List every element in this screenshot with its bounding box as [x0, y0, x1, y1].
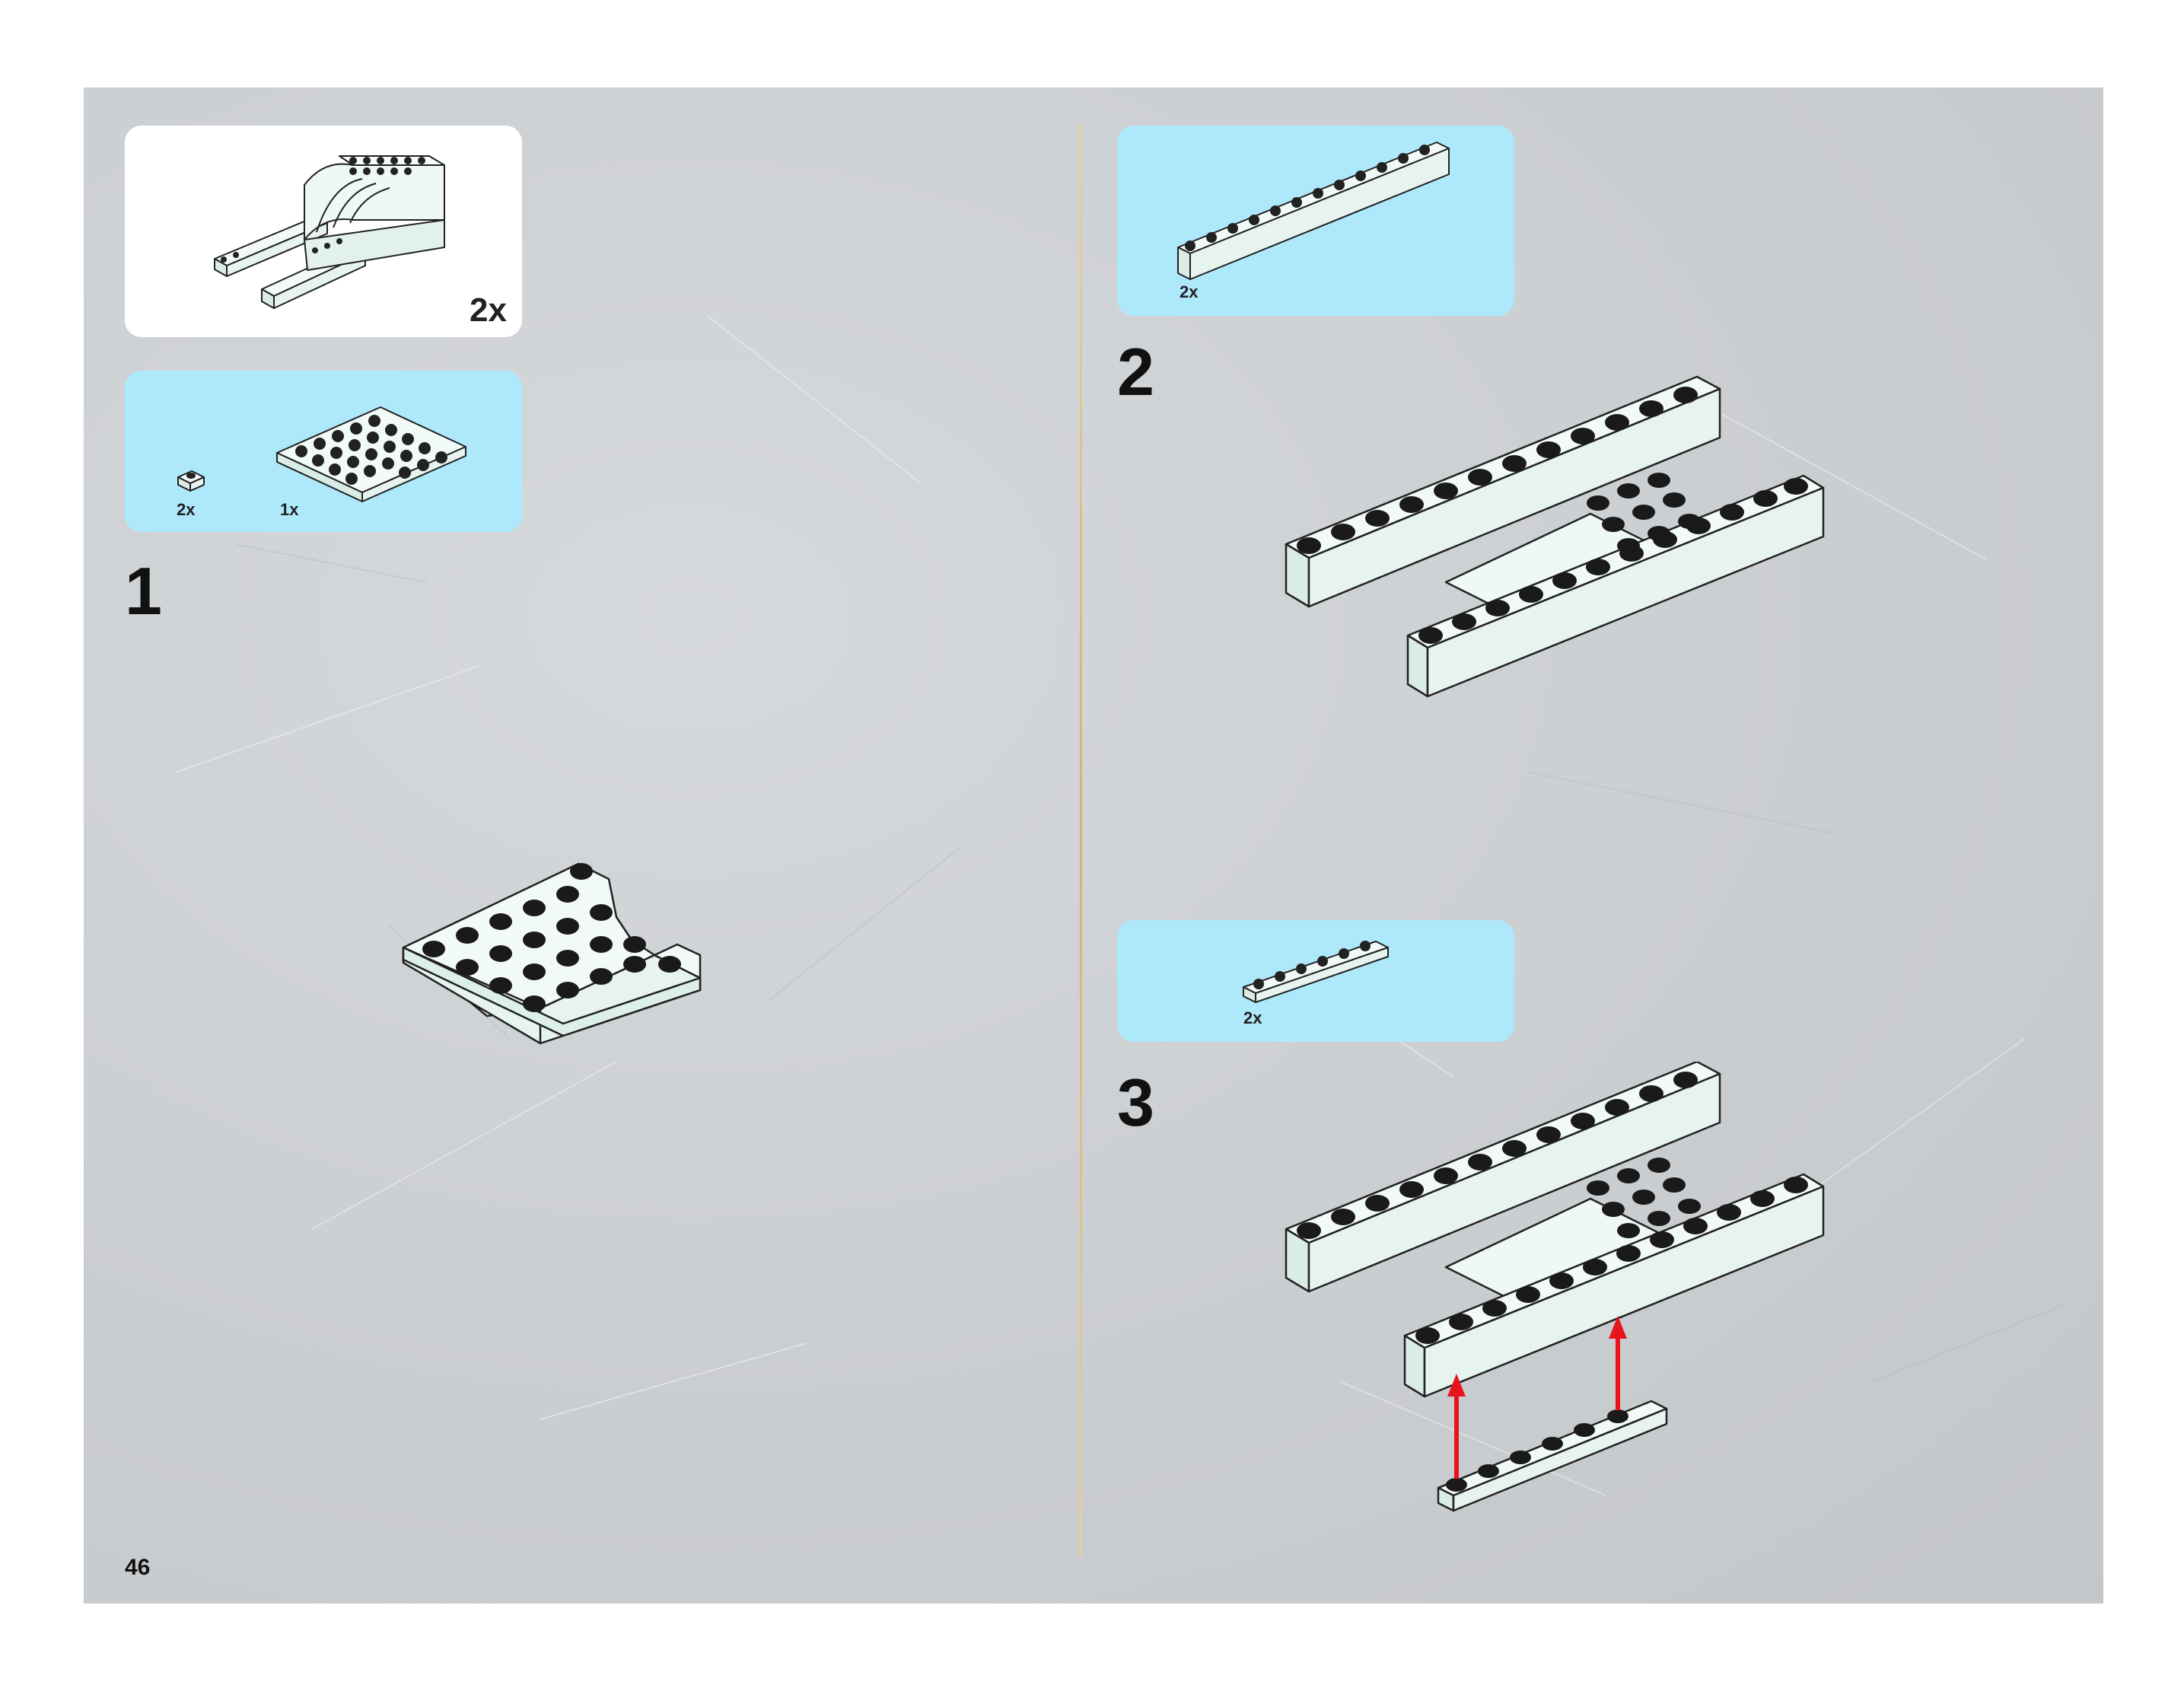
step-2-number: 2 [1117, 334, 1154, 409]
callout-quantity: 2x [470, 291, 507, 329]
page-number: 46 [125, 1555, 151, 1580]
step-2-parts-panel: 2x [1117, 126, 1514, 316]
page-divider [1080, 126, 1082, 1556]
step-1-parts-illustration [177, 406, 466, 502]
step-2-part-1-quantity: 2x [1180, 282, 1199, 301]
step-1-part-2-quantity: 1x [280, 500, 299, 519]
step-1-part-1-quantity: 2x [177, 500, 196, 519]
instruction-page: 2x 2x [84, 88, 2103, 1604]
step-1-number: 1 [125, 553, 162, 629]
step-3-part-1-quantity: 2x [1243, 1008, 1262, 1027]
step-2-parts-illustration [1177, 142, 1450, 280]
step-3-model [1285, 1062, 1825, 1512]
assembly-arrows [1447, 1316, 1627, 1479]
step-3-parts-illustration [1243, 941, 1389, 1003]
step-2-model [1285, 375, 1825, 698]
submodel-illustration [214, 155, 445, 309]
submodel-callout: 2x [125, 126, 522, 337]
step-1-model [402, 862, 702, 1045]
step-3-number: 3 [1117, 1065, 1154, 1140]
step-1-parts-panel: 2x 1x [125, 371, 522, 532]
step-3-parts-panel: 2x [1117, 920, 1514, 1042]
